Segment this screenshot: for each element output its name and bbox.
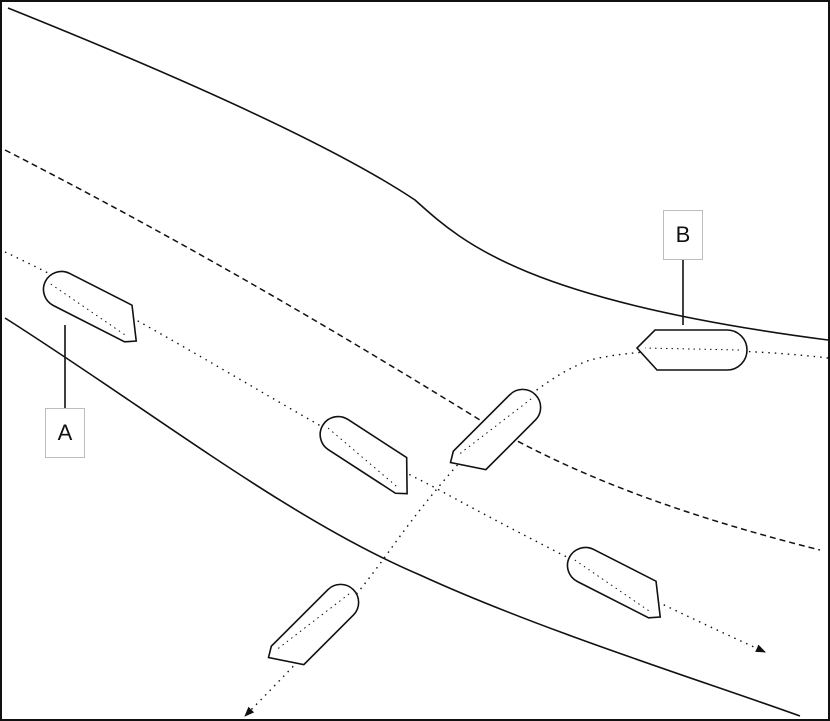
ship-middle bbox=[319, 415, 408, 495]
label-b: B bbox=[663, 210, 703, 260]
ship-turning bbox=[449, 388, 542, 471]
channel-centerline bbox=[4, 149, 821, 551]
ship-a bbox=[42, 270, 138, 343]
ship-b bbox=[635, 329, 748, 371]
lower-bank-line bbox=[4, 317, 801, 717]
track-main bbox=[4, 251, 766, 653]
label-a: A bbox=[45, 408, 85, 458]
upper-bank-line bbox=[7, 7, 829, 341]
ship-lower-right bbox=[566, 546, 662, 619]
ship-lower-left bbox=[267, 583, 360, 666]
